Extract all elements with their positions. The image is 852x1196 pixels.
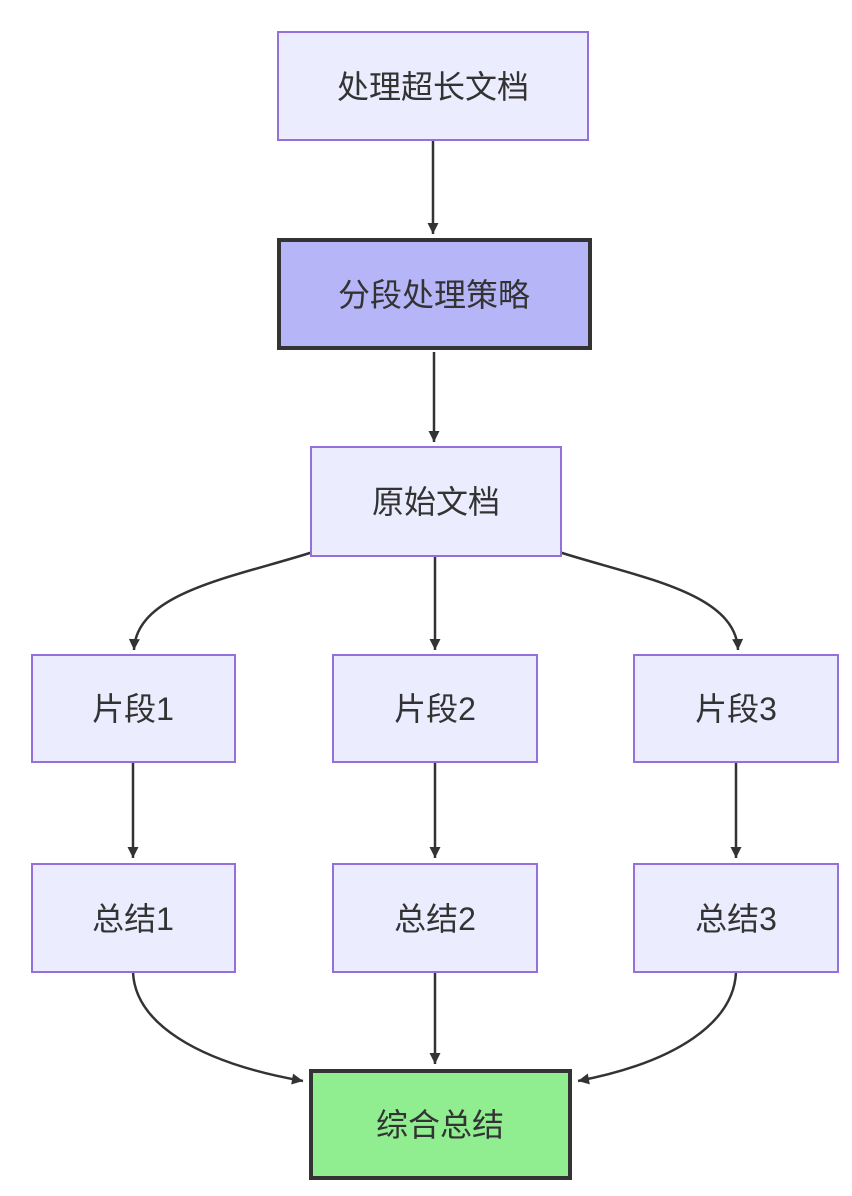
node-original-document-label: 原始文档 [372, 484, 500, 520]
edge-summary-3-to-final [577, 971, 738, 1085]
node-final-summary-box [309, 1069, 572, 1180]
edge-original-to-fragment-1 [128, 550, 314, 651]
node-summary-3-box [633, 863, 839, 973]
node-process-long-document-label: 处理超长文档 [337, 69, 529, 105]
node-segmentation-strategy-label: 分段处理策略 [338, 277, 530, 313]
node-original-document-box [310, 446, 562, 557]
node-original-document: 原始文档 [310, 446, 562, 557]
node-fragment-2-box [332, 654, 538, 763]
node-fragment-1-label: 片段1 [92, 691, 174, 727]
node-fragment-3-box [633, 654, 839, 763]
node-fragment-1-box [31, 654, 236, 763]
node-summary-2: 总结2 [332, 863, 538, 973]
node-segmentation-strategy: 分段处理策略 [277, 238, 592, 350]
node-summary-3-label: 总结3 [695, 901, 777, 937]
node-summary-2-box [332, 863, 538, 973]
node-summary-3: 总结3 [633, 863, 839, 973]
node-fragment-1: 片段1 [31, 654, 236, 763]
node-segmentation-strategy-box [277, 238, 592, 350]
node-process-long-document-box [277, 31, 589, 141]
node-process-long-document: 处理超长文档 [277, 31, 589, 141]
node-final-summary-label: 综合总结 [376, 1107, 504, 1143]
edge-layer [127, 140, 744, 1085]
node-summary-1-box [31, 863, 236, 973]
node-fragment-2: 片段2 [332, 654, 538, 763]
edge-original-to-fragment-3 [558, 550, 744, 651]
node-fragment-3: 片段3 [633, 654, 839, 763]
node-summary-1: 总结1 [31, 863, 236, 973]
edge-summary-1-to-final [131, 971, 304, 1085]
node-final-summary: 综合总结 [309, 1069, 572, 1180]
node-summary-2-label: 总结2 [394, 901, 476, 937]
node-fragment-3-label: 片段3 [695, 691, 777, 727]
node-fragment-2-label: 片段2 [394, 691, 476, 727]
node-summary-1-label: 总结1 [92, 901, 174, 937]
